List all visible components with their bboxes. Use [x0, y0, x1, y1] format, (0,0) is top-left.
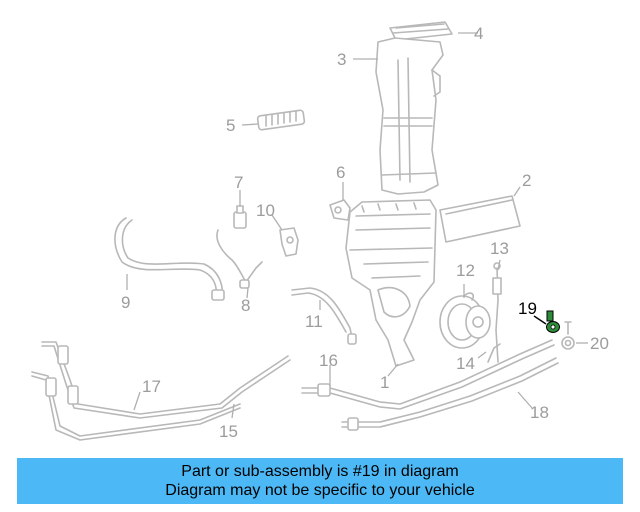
part-2-cabin-filter	[439, 195, 521, 243]
parts-diagram: 1 2 3 4 5 6 7 8 9 10 11 12 13 14 15 16 1…	[31, 21, 609, 441]
callout-12: 12	[456, 261, 475, 280]
part-12-blower-motor	[439, 292, 491, 349]
info-banner: Part or sub-assembly is #19 in diagram D…	[17, 458, 623, 504]
callout-3: 3	[337, 50, 346, 69]
part-8-line	[216, 229, 263, 289]
part-3-air-duct	[375, 37, 444, 195]
callout-19: 19	[518, 299, 537, 318]
callout-5: 5	[226, 116, 235, 135]
part-16-line	[301, 339, 555, 410]
banner-line-1: Part or sub-assembly is #19 in diagram	[181, 463, 459, 480]
part-5-vent-grille	[256, 109, 306, 131]
callout-17: 17	[142, 377, 161, 396]
callout-16: 16	[319, 351, 338, 370]
callout-14: 14	[456, 354, 475, 373]
callout-13: 13	[490, 239, 509, 258]
part-19-highlighted-seal	[546, 310, 560, 333]
callout-7: 7	[234, 173, 243, 192]
part-20-nut	[561, 321, 575, 350]
callout-8: 8	[241, 296, 250, 315]
callout-20: 20	[590, 334, 609, 353]
part-6-bracket	[329, 199, 351, 221]
part-10-actuator	[279, 227, 299, 257]
callout-9: 9	[121, 293, 130, 312]
callout-2: 2	[522, 171, 531, 190]
part-14-cable	[487, 343, 501, 363]
part-4-vent-cap	[389, 21, 453, 41]
leader-lines	[126, 32, 588, 419]
callout-labels: 1 2 3 4 5 6 7 8 9 10 11 12 13 14 15 16 1…	[121, 24, 609, 441]
part-17-line-assembly	[41, 341, 291, 419]
callout-10: 10	[256, 201, 275, 220]
callout-11: 11	[305, 312, 323, 331]
callout-15: 15	[219, 422, 238, 441]
part-15-line-assembly	[31, 371, 241, 441]
callout-18: 18	[530, 403, 549, 422]
part-9-hose	[114, 217, 225, 301]
part-11-line	[291, 287, 357, 345]
callout-6: 6	[336, 163, 345, 182]
part-18-line	[341, 357, 559, 431]
callout-4: 4	[474, 24, 483, 43]
callout-1: 1	[380, 373, 389, 392]
part-1-hvac-housing	[345, 199, 437, 367]
part-7-sensor	[233, 205, 247, 229]
banner-line-2: Diagram may not be specific to your vehi…	[165, 482, 475, 499]
